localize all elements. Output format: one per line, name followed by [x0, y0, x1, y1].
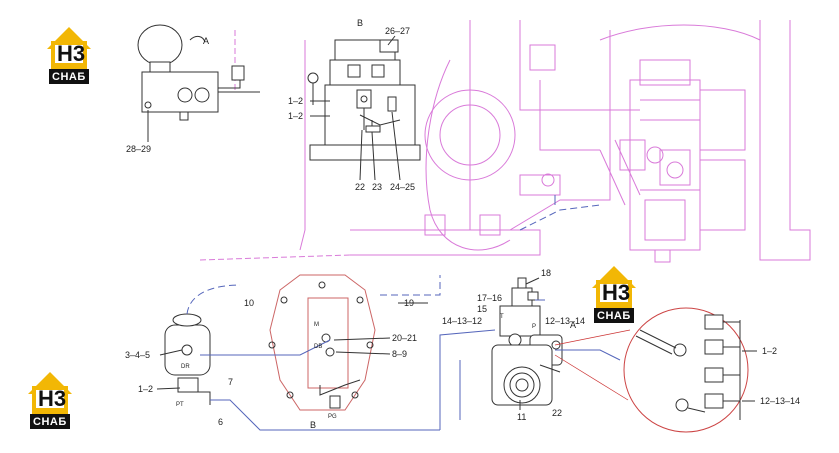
- swing-motor-assembly: [268, 274, 376, 411]
- callout-22-top: 22: [355, 182, 365, 192]
- callout-3-4-5: 3–4–5: [125, 350, 150, 360]
- logo-h3-snab-3: H3 СНАБ: [28, 372, 72, 429]
- logo-bottom-text: СНАБ: [33, 416, 67, 428]
- logo-top-text: H3: [38, 386, 66, 411]
- port-label-t: T: [500, 314, 504, 320]
- logo-bottom-text: СНАБ: [52, 71, 86, 83]
- detail-leaders: [554, 329, 631, 401]
- callout-15: 15: [477, 304, 487, 314]
- label-leaders: [147, 35, 757, 410]
- detail-view-circle: [623, 307, 749, 433]
- logo-top-text: H3: [602, 280, 630, 305]
- callout-7: 7: [228, 377, 233, 387]
- callout-23: 23: [372, 182, 382, 192]
- callout-18: 18: [541, 268, 551, 278]
- drain-motor: [164, 313, 211, 405]
- callout-11: 11: [517, 412, 526, 422]
- chassis-outline: [199, 20, 811, 261]
- main-pump-group: [529, 44, 746, 263]
- port-label-db: DB: [314, 344, 322, 350]
- callout-24-25: 24–25: [390, 182, 415, 192]
- callout-1-2-a: 1–2: [288, 96, 303, 106]
- callout-1-2-b: 1–2: [288, 111, 303, 121]
- port-label-p: P: [532, 324, 536, 330]
- accumulator-assembly: [137, 24, 260, 121]
- logo-bottom-text: СНАБ: [597, 310, 631, 322]
- callout-labels: A B B A 28–29 26–27 1–2 1–2 22 23 24–25 …: [125, 18, 800, 430]
- callout-20-21: 20–21: [392, 333, 417, 343]
- logo-top-text: H3: [57, 41, 85, 66]
- valve-block-b: [307, 39, 421, 161]
- callout-14-13-12: 14–13–12: [442, 316, 482, 326]
- port-label-pt: PT: [176, 402, 184, 408]
- logo-h3-snab-1: H3 СНАБ: [47, 27, 91, 84]
- view-label-b: B: [357, 18, 363, 28]
- gear-pump-assembly: [491, 277, 563, 406]
- callout-28-29: 28–29: [126, 144, 151, 154]
- callout-8-9: 8–9: [392, 349, 407, 359]
- view-label-a: A: [203, 36, 209, 46]
- view-label-b-bottom: B: [310, 420, 316, 430]
- callout-12-13-14-mid: 12–13–14: [545, 316, 585, 326]
- callout-1-2-detail: 1–2: [762, 346, 777, 356]
- logo-h3-snab-2: H3 СНАБ: [592, 266, 636, 323]
- port-label-m: M: [314, 322, 319, 328]
- callout-17-16: 17–16: [477, 293, 502, 303]
- port-label-dr: DR: [181, 364, 190, 370]
- callout-22-bottom: 22: [552, 408, 562, 418]
- view-label-a-mid: A: [570, 320, 576, 330]
- callout-12-13-14-detail: 12–13–14: [760, 396, 800, 406]
- callout-6: 6: [218, 417, 223, 427]
- callout-26-27: 26–27: [385, 26, 410, 36]
- callout-1-2-c: 1–2: [138, 384, 153, 394]
- port-label-pg: PG: [328, 414, 337, 420]
- hose-lines: [186, 195, 621, 431]
- callout-10: 10: [244, 298, 254, 308]
